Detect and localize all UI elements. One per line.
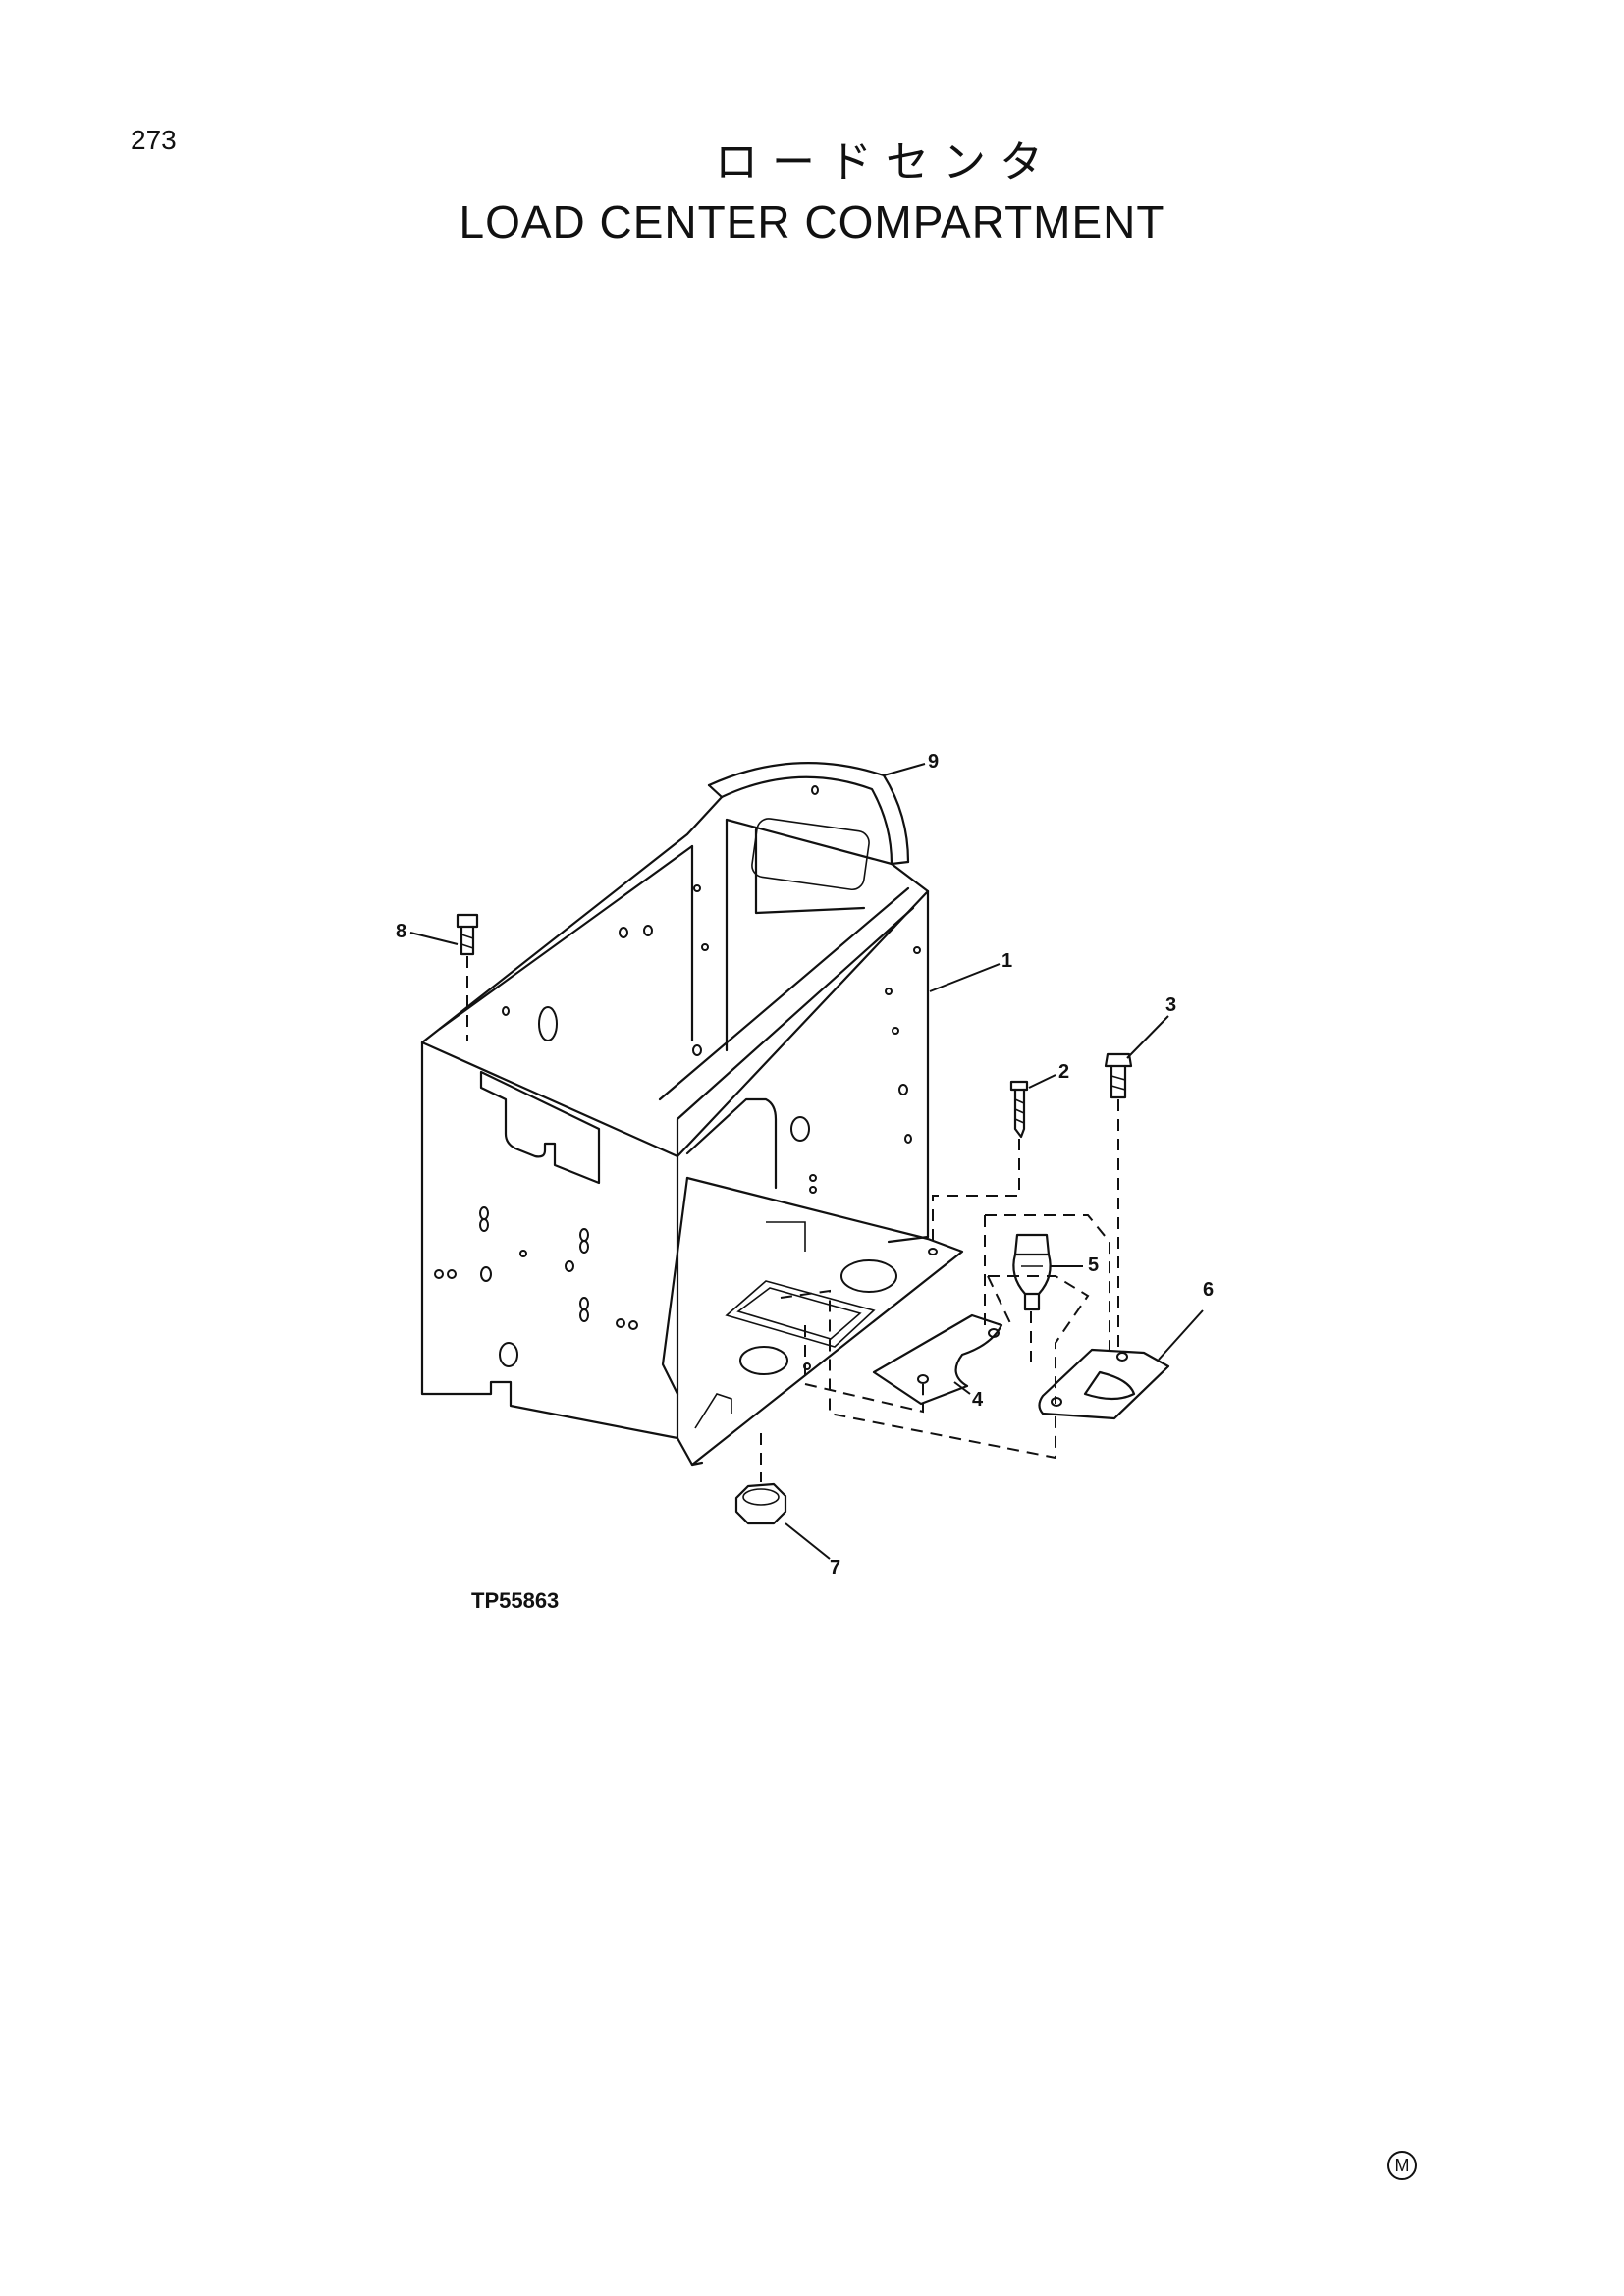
part-1-load-center-box — [420, 785, 964, 1467]
callout-leaders — [409, 763, 1204, 1560]
part-3-flange-bolt — [1104, 1052, 1133, 1099]
callout-9: 9 — [928, 751, 939, 773]
part-8-bolt — [456, 913, 479, 956]
figure-id: TP55863 — [471, 1588, 559, 1613]
part-2-bolt — [1009, 1080, 1029, 1139]
assembly-lines — [466, 956, 1119, 1482]
callout-5: 5 — [1088, 1255, 1099, 1276]
page-number: 273 — [131, 125, 177, 155]
part-4-plate — [872, 1313, 1003, 1406]
callout-3: 3 — [1165, 994, 1176, 1016]
callout-1: 1 — [1001, 950, 1012, 972]
callout-8: 8 — [396, 921, 406, 942]
page-title-japanese: ロードセンタ — [715, 137, 1056, 187]
part-6-bracket — [1038, 1348, 1170, 1420]
circled-m-mark: M — [1387, 2151, 1417, 2180]
part-5-connector — [1012, 1233, 1052, 1311]
callout-6: 6 — [1203, 1279, 1214, 1301]
callout-4: 4 — [972, 1389, 984, 1411]
callout-2: 2 — [1058, 1061, 1069, 1083]
part-7-nut — [734, 1482, 787, 1525]
page-title-english: LOAD CENTER COMPARTMENT — [459, 196, 1165, 247]
callout-7: 7 — [830, 1557, 840, 1578]
title-block: ロードセンタ LOAD CENTER COMPARTMENT — [0, 135, 1624, 249]
part-9-trim-strip — [707, 762, 910, 866]
